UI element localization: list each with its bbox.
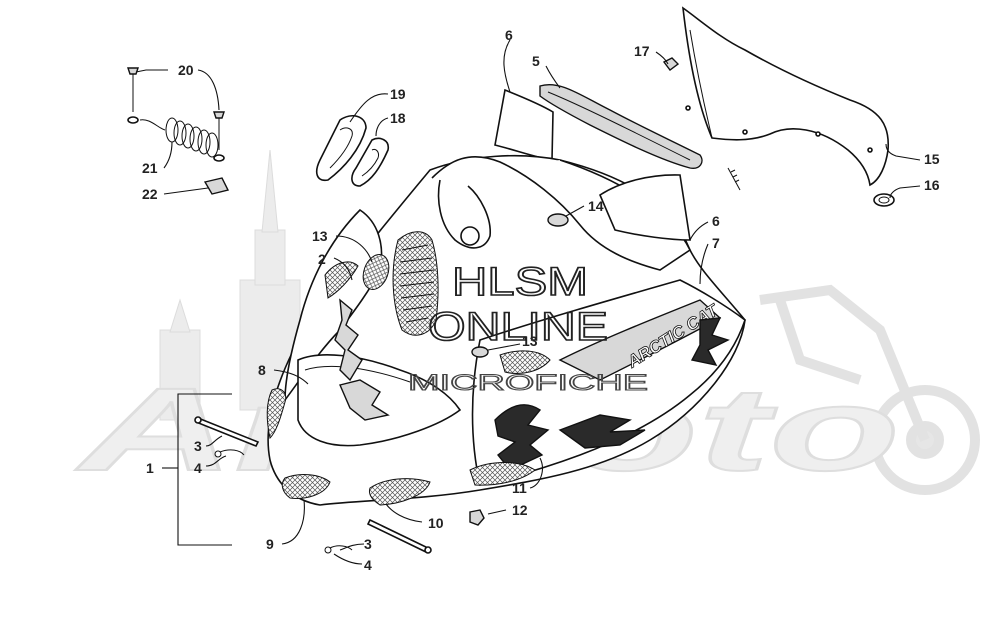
leader-lines (135, 39, 921, 565)
callout-12: 12 (512, 502, 528, 518)
callout-3-upper: 3 (194, 438, 202, 454)
parts-drawings: ARCTIC CAT (127, 6, 895, 554)
callout-21: 21 (142, 160, 158, 176)
callout-13-upper: 13 (312, 228, 328, 244)
callout-1: 1 (146, 460, 154, 476)
callout-4-upper: 4 (194, 460, 202, 476)
callout-6-lower: 6 (712, 213, 720, 229)
callout-15: 15 (924, 151, 940, 167)
callout-19: 19 (390, 86, 406, 102)
callout-14: 14 (588, 198, 604, 214)
callout-22: 22 (142, 186, 158, 202)
grommet (873, 193, 895, 207)
pin-upper (194, 416, 260, 458)
screw-17 (662, 57, 741, 191)
stamp-line-2: ONLINE (428, 305, 608, 349)
pin-lower (324, 518, 432, 554)
hinge-assembly (127, 67, 230, 195)
callout-3-lower: 3 (364, 536, 372, 552)
motorcycle-silhouette-icon (759, 284, 980, 495)
callout-17: 17 (634, 43, 650, 59)
callout-8: 8 (258, 362, 266, 378)
trim-18 (351, 137, 390, 187)
callout-11: 11 (512, 480, 527, 496)
callout-7: 7 (712, 235, 720, 251)
callout-18: 18 (390, 110, 406, 126)
trim-19 (315, 115, 367, 182)
callout-16: 16 (924, 177, 940, 193)
stamp-line-1: HLSM (452, 260, 588, 304)
callout-10: 10 (428, 515, 444, 531)
stamp-line-3: MICROFICHE (408, 370, 648, 395)
callout-4-lower: 4 (364, 557, 372, 573)
nut (469, 509, 485, 526)
side-panel-lower (598, 174, 691, 241)
callout-9: 9 (266, 536, 274, 552)
callout-6-upper: 6 (505, 27, 513, 43)
watermark-stamp: HLSM ONLINE MICROFICHE (407, 259, 648, 395)
callout-5: 5 (532, 53, 540, 69)
side-panel-upper (494, 88, 554, 161)
callout-13-lower: 13 (522, 333, 538, 349)
emblem (547, 213, 569, 227)
windshield (682, 6, 890, 187)
windshield-trim (539, 84, 703, 170)
callout-numbers: 1 2 3 4 3 4 5 6 6 7 8 9 10 11 12 13 13 1… (142, 27, 940, 573)
callout-20: 20 (178, 62, 194, 78)
callout-2: 2 (318, 251, 326, 267)
